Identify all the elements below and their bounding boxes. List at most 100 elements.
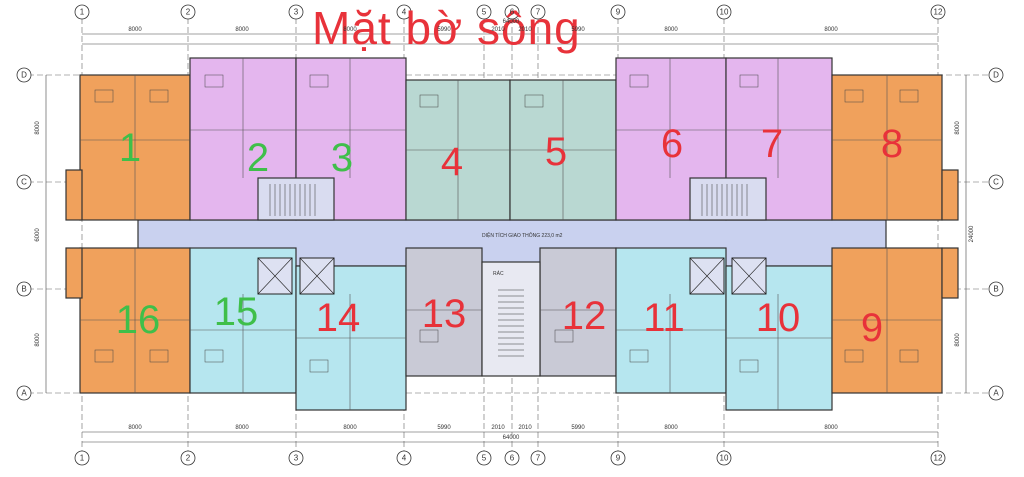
grid-bubble-right-C-label: C <box>993 177 999 187</box>
furniture <box>419 94 439 108</box>
grid-bubble-bottom-5 <box>476 450 492 466</box>
grid-bubble-bottom-10 <box>716 450 732 466</box>
grid-bubble-bottom-9-label: 9 <box>615 453 621 463</box>
unit-number-3: 3 <box>330 136 354 180</box>
grid-bubble-bottom-5-label: 5 <box>481 453 487 463</box>
furniture <box>524 94 544 108</box>
grid-bubble-left-B-label: B <box>21 284 27 294</box>
furniture <box>419 329 439 343</box>
unit-number-8: 8 <box>880 122 904 166</box>
grid-bubble-bottom-4 <box>396 450 412 466</box>
grid-bubble-top-7 <box>530 4 546 20</box>
dimension-right-1: 8000 <box>955 333 961 347</box>
corridor-label: DIỆN TÍCH GIAO THÔNG 223,0 m2 <box>482 233 563 239</box>
dimension-right-total: 24000 <box>969 225 975 243</box>
grid-bubble-bottom-1-label: 1 <box>79 453 85 463</box>
plan-title: Mặt bờ sông <box>312 2 581 54</box>
grid-bubble-top-9-label: 9 <box>615 7 621 17</box>
grid-bubble-bottom-2-label: 2 <box>185 453 191 463</box>
furniture <box>629 349 649 363</box>
unit-block-13 <box>405 247 483 377</box>
unit-number-6: 6 <box>660 122 684 166</box>
grid-bubble-top-1 <box>74 4 90 20</box>
grid-bubble-top-10-label: 10 <box>719 7 729 17</box>
unit-number-14: 14 <box>315 296 361 340</box>
grid-bubble-left-D-label: D <box>21 70 27 80</box>
grid-bubble-top-5-label: 5 <box>481 7 487 17</box>
furniture <box>94 89 114 103</box>
furniture <box>309 359 329 373</box>
dimension-top-1: 8000 <box>235 27 249 33</box>
dimension-bottom-1: 8000 <box>235 425 249 431</box>
unit-number-16: 16 <box>115 298 161 342</box>
dimension-top-7: 8000 <box>664 27 678 33</box>
furniture <box>739 74 759 88</box>
dimension-top-4: 2010 <box>491 27 505 33</box>
grid-bubble-bottom-3 <box>288 450 304 466</box>
grid-bubble-right-D-label: D <box>993 70 999 80</box>
grid-bubble-left-C-label: C <box>21 177 27 187</box>
furniture <box>844 89 864 103</box>
grid-bubble-bottom-7-label: 7 <box>535 453 541 463</box>
grid-bubble-bottom-4-label: 4 <box>401 453 407 463</box>
grid-bubble-right-B-label: B <box>993 284 999 294</box>
unit-number-12: 12 <box>561 294 607 338</box>
furniture <box>739 359 759 373</box>
dimension-left-2: 8000 <box>35 333 41 347</box>
dimension-top-3: 5990 <box>437 27 451 33</box>
furniture <box>309 74 329 88</box>
grid-bubble-bottom-9 <box>610 450 626 466</box>
grid-bubble-bottom-12 <box>930 450 946 466</box>
unit-number-4: 4 <box>440 140 464 184</box>
grid-bubble-top-6-label: 6 <box>509 7 515 17</box>
furniture <box>554 329 574 343</box>
grid-bubble-right-C <box>988 174 1004 190</box>
dimension-right-0: 8000 <box>955 121 961 135</box>
grid-bubble-top-3-label: 3 <box>293 7 299 17</box>
unit-block-9-balcony <box>941 247 959 299</box>
dimension-top-5: 2010 <box>518 27 532 33</box>
dimension-bottom-2: 8000 <box>343 425 357 431</box>
elevator-cross <box>731 257 767 295</box>
grid-bubble-top-1-label: 1 <box>79 7 85 17</box>
dimension-bottom-total: 64000 <box>502 435 520 441</box>
unit-block-1-balcony <box>65 169 83 221</box>
grid-bubble-top-7-label: 7 <box>535 7 541 17</box>
furniture <box>629 74 649 88</box>
furniture <box>899 349 919 363</box>
apartment-units <box>65 57 959 411</box>
grid-bubble-top-12 <box>930 4 946 20</box>
unit-number-13: 13 <box>421 292 467 336</box>
stair-core-right <box>689 177 767 221</box>
stair-core-center <box>481 261 541 377</box>
grid-bubble-top-10 <box>716 4 732 20</box>
dimension-bottom-4: 2010 <box>491 425 505 431</box>
grid-bubble-top-2 <box>180 4 196 20</box>
dimension-left-0: 8000 <box>35 121 41 135</box>
grid-bubble-top-5 <box>476 4 492 20</box>
dimension-top-total: 64000 <box>502 19 520 25</box>
elevator-cross <box>257 257 293 295</box>
furniture <box>844 349 864 363</box>
grid-bubble-top-9 <box>610 4 626 20</box>
furniture <box>204 74 224 88</box>
stair-core-left <box>257 177 335 221</box>
dimension-top-0: 8000 <box>128 27 142 33</box>
elevator-cross <box>689 257 725 295</box>
dimension-bottom-8: 8000 <box>824 425 838 431</box>
grid-bubble-bottom-6-label: 6 <box>509 453 515 463</box>
unit-block-8-balcony <box>941 169 959 221</box>
dimension-top-6: 5990 <box>571 27 585 33</box>
grid-bubble-top-3 <box>288 4 304 20</box>
grid-bubble-right-B <box>988 281 1004 297</box>
unit-number-11: 11 <box>643 296 685 340</box>
grid-bubble-top-2-label: 2 <box>185 7 191 17</box>
unit-number-7: 7 <box>760 122 784 166</box>
grid-bubble-top-4 <box>396 4 412 20</box>
grid-bubble-top-6 <box>504 4 520 20</box>
grid-bubble-left-A <box>16 385 32 401</box>
grid-bubble-left-C <box>16 174 32 190</box>
grid-bubble-bottom-6 <box>504 450 520 466</box>
grid-bubble-bottom-7 <box>530 450 546 466</box>
